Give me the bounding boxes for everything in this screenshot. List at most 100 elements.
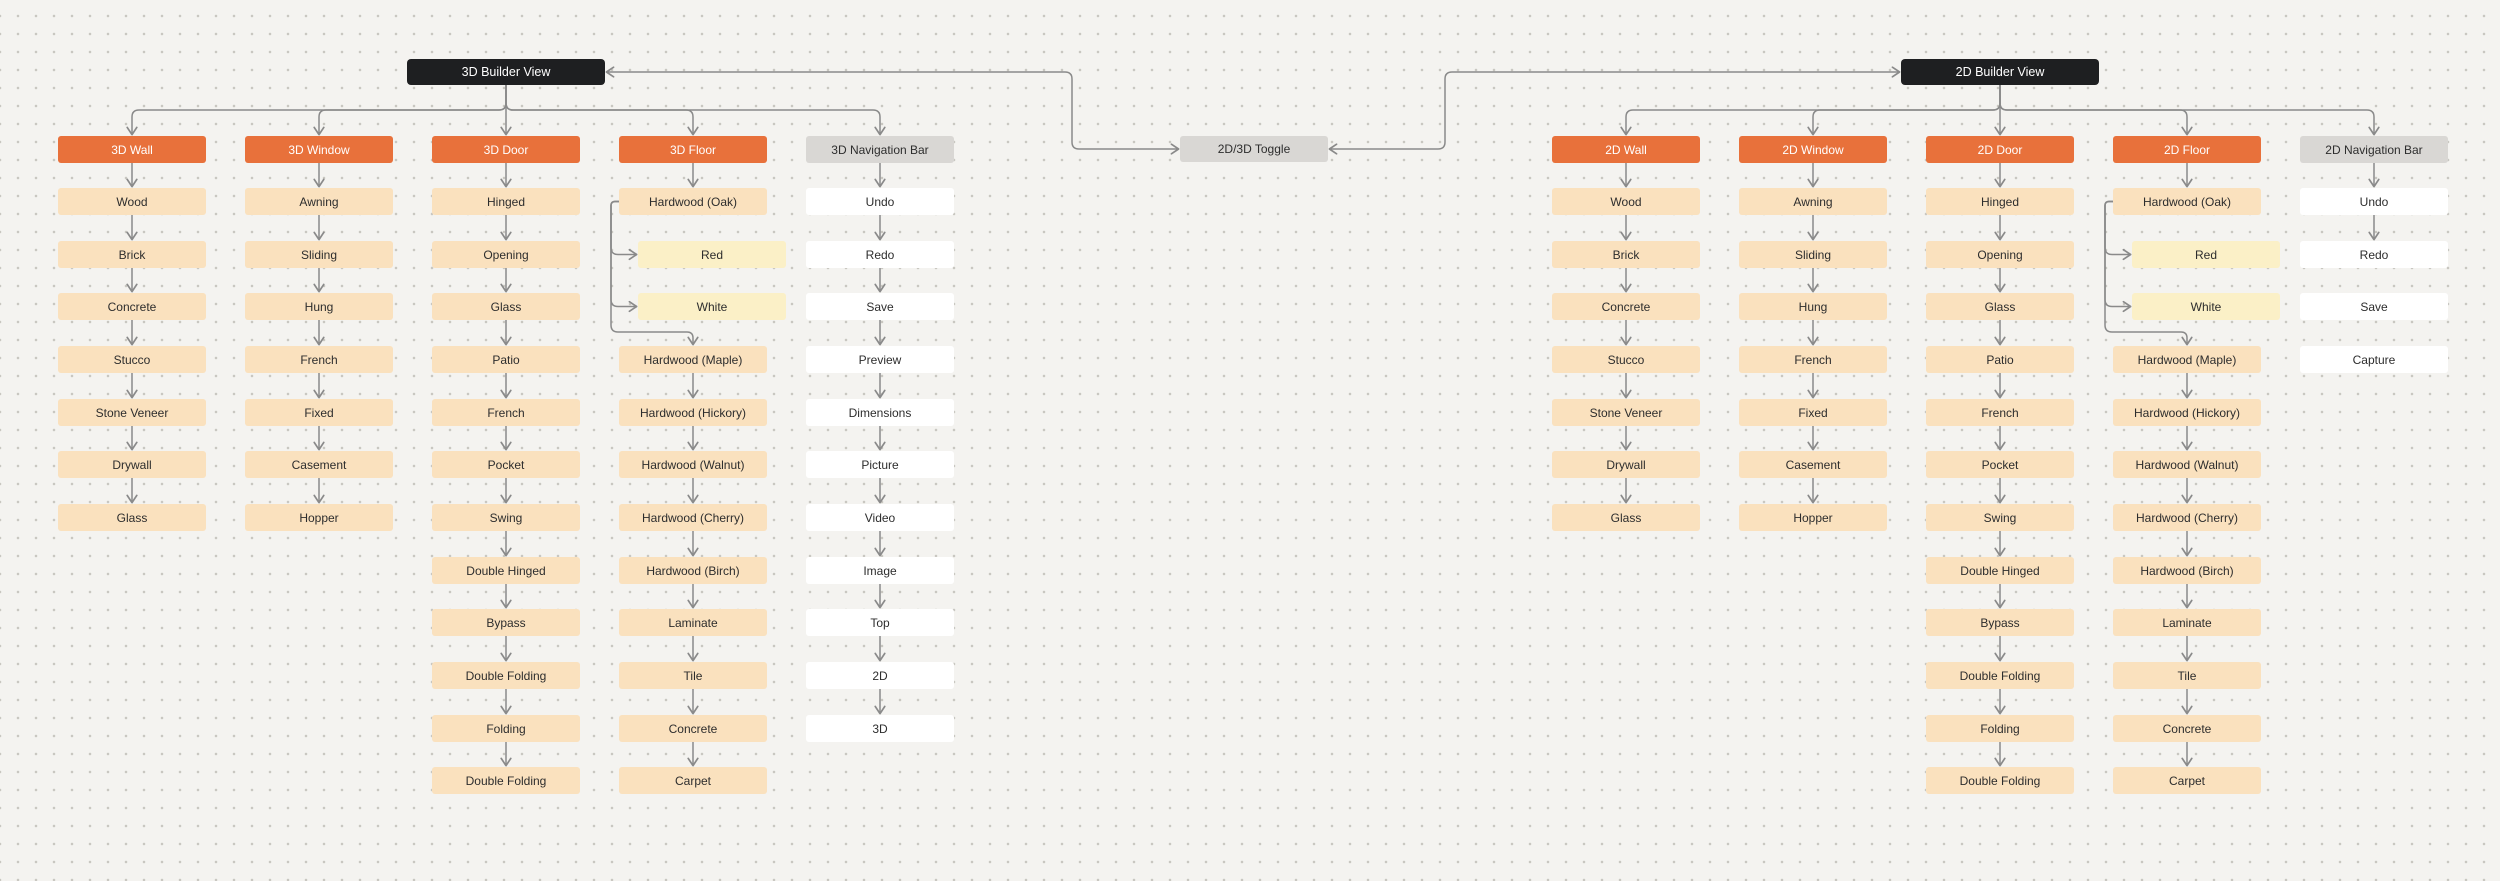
- node-2d-window-awning[interactable]: Awning: [1739, 188, 1887, 215]
- node-2d-door[interactable]: 2D Door: [1926, 136, 2074, 163]
- node-3d-window-sliding[interactable]: Sliding: [245, 241, 393, 268]
- node-2d-floor-hardwood-cherry[interactable]: Hardwood (Cherry): [2113, 504, 2261, 531]
- node-3d-navigation-bar-video[interactable]: Video: [806, 504, 954, 531]
- node-3d-floor-hardwood-oak[interactable]: Hardwood (Oak): [619, 188, 767, 215]
- node-2d-wall-concrete[interactable]: Concrete: [1552, 293, 1700, 320]
- node-2d-window-hung[interactable]: Hung: [1739, 293, 1887, 320]
- node-2d-wall-drywall[interactable]: Drywall: [1552, 451, 1700, 478]
- node-3d-door[interactable]: 3D Door: [432, 136, 580, 163]
- node-3d-window-hung[interactable]: Hung: [245, 293, 393, 320]
- node-3d-navigation-bar-undo[interactable]: Undo: [806, 188, 954, 215]
- node-3d-floor-white[interactable]: White: [638, 293, 786, 320]
- node-2d-door-hinged[interactable]: Hinged: [1926, 188, 2074, 215]
- node-2d-floor-hardwood-maple[interactable]: Hardwood (Maple): [2113, 346, 2261, 373]
- node-2d-wall-brick[interactable]: Brick: [1552, 241, 1700, 268]
- node-2d-floor-red[interactable]: Red: [2132, 241, 2280, 268]
- node-3d-floor-hardwood-maple[interactable]: Hardwood (Maple): [619, 346, 767, 373]
- node-3d-floor-hardwood-hickory[interactable]: Hardwood (Hickory): [619, 399, 767, 426]
- node-2d-wall-stucco[interactable]: Stucco: [1552, 346, 1700, 373]
- node-2d-door-double-folding[interactable]: Double Folding: [1926, 662, 2074, 689]
- node-2d-floor[interactable]: 2D Floor: [2113, 136, 2261, 163]
- node-3d-door-folding[interactable]: Folding: [432, 715, 580, 742]
- node-2d-window-french[interactable]: French: [1739, 346, 1887, 373]
- node-3d-navigation-bar-dimensions[interactable]: Dimensions: [806, 399, 954, 426]
- node-2d-window-fixed[interactable]: Fixed: [1739, 399, 1887, 426]
- node-3d-door-pocket[interactable]: Pocket: [432, 451, 580, 478]
- node-3d-floor-laminate[interactable]: Laminate: [619, 609, 767, 636]
- node-2d-window-sliding[interactable]: Sliding: [1739, 241, 1887, 268]
- node-3d-door-patio[interactable]: Patio: [432, 346, 580, 373]
- node-3d-wall-wood[interactable]: Wood: [58, 188, 206, 215]
- node-3d-door-swing[interactable]: Swing: [432, 504, 580, 531]
- node-3d-navigation-bar-image[interactable]: Image: [806, 557, 954, 584]
- node-2d-door-double-folding-2[interactable]: Double Folding: [1926, 767, 2074, 794]
- node-3d-wall-stucco[interactable]: Stucco: [58, 346, 206, 373]
- node-2d-navigation-bar-save[interactable]: Save: [2300, 293, 2448, 320]
- node-2d-wall-stone-veneer[interactable]: Stone Veneer: [1552, 399, 1700, 426]
- node-3d-door-double-folding[interactable]: Double Folding: [432, 662, 580, 689]
- node-3d-window-fixed[interactable]: Fixed: [245, 399, 393, 426]
- node-3d-navigation-bar[interactable]: 3D Navigation Bar: [806, 136, 954, 163]
- node-2d-floor-laminate[interactable]: Laminate: [2113, 609, 2261, 636]
- node-2d-floor-hardwood-hickory[interactable]: Hardwood (Hickory): [2113, 399, 2261, 426]
- node-3d-window-hopper[interactable]: Hopper: [245, 504, 393, 531]
- node-2d-door-folding[interactable]: Folding: [1926, 715, 2074, 742]
- node-3d-floor-tile[interactable]: Tile: [619, 662, 767, 689]
- node-3d-door-double-folding-2[interactable]: Double Folding: [432, 767, 580, 794]
- node-2d-wall-wood[interactable]: Wood: [1552, 188, 1700, 215]
- node-3d-floor-red[interactable]: Red: [638, 241, 786, 268]
- node-2d-window[interactable]: 2D Window: [1739, 136, 1887, 163]
- node-3d-wall-stone-veneer[interactable]: Stone Veneer: [58, 399, 206, 426]
- node-3d-window[interactable]: 3D Window: [245, 136, 393, 163]
- node-3d-door-glass[interactable]: Glass: [432, 293, 580, 320]
- node-3d-floor-concrete[interactable]: Concrete: [619, 715, 767, 742]
- node-3d-wall-drywall[interactable]: Drywall: [58, 451, 206, 478]
- node-2d-door-swing[interactable]: Swing: [1926, 504, 2074, 531]
- node-3d-navigation-bar-picture[interactable]: Picture: [806, 451, 954, 478]
- node-2d-door-double-hinged[interactable]: Double Hinged: [1926, 557, 2074, 584]
- node-3d-wall-concrete[interactable]: Concrete: [58, 293, 206, 320]
- node-3d-door-hinged[interactable]: Hinged: [432, 188, 580, 215]
- node-2d-window-casement[interactable]: Casement: [1739, 451, 1887, 478]
- node-3d-window-french[interactable]: French: [245, 346, 393, 373]
- node-3d-door-opening[interactable]: Opening: [432, 241, 580, 268]
- node-2d-builder-view[interactable]: 2D Builder View: [1901, 59, 2099, 85]
- node-3d-builder-view[interactable]: 3D Builder View: [407, 59, 605, 85]
- node-3d-floor[interactable]: 3D Floor: [619, 136, 767, 163]
- node-3d-wall[interactable]: 3D Wall: [58, 136, 206, 163]
- node-3d-door-double-hinged[interactable]: Double Hinged: [432, 557, 580, 584]
- node-3d-navigation-bar-preview[interactable]: Preview: [806, 346, 954, 373]
- node-3d-wall-brick[interactable]: Brick: [58, 241, 206, 268]
- node-2d-door-patio[interactable]: Patio: [1926, 346, 2074, 373]
- node-3d-window-casement[interactable]: Casement: [245, 451, 393, 478]
- node-2d-wall-glass[interactable]: Glass: [1552, 504, 1700, 531]
- node-3d-floor-hardwood-cherry[interactable]: Hardwood (Cherry): [619, 504, 767, 531]
- node-3d-door-bypass[interactable]: Bypass: [432, 609, 580, 636]
- node-3d-navigation-bar-redo[interactable]: Redo: [806, 241, 954, 268]
- node-2d-3d-toggle[interactable]: 2D/3D Toggle: [1180, 136, 1328, 162]
- node-2d-window-hopper[interactable]: Hopper: [1739, 504, 1887, 531]
- node-3d-navigation-bar-save[interactable]: Save: [806, 293, 954, 320]
- node-2d-navigation-bar[interactable]: 2D Navigation Bar: [2300, 136, 2448, 163]
- node-2d-floor-hardwood-birch[interactable]: Hardwood (Birch): [2113, 557, 2261, 584]
- node-3d-floor-carpet[interactable]: Carpet: [619, 767, 767, 794]
- node-2d-floor-tile[interactable]: Tile: [2113, 662, 2261, 689]
- node-2d-door-opening[interactable]: Opening: [1926, 241, 2074, 268]
- node-2d-floor-concrete[interactable]: Concrete: [2113, 715, 2261, 742]
- node-3d-floor-hardwood-walnut[interactable]: Hardwood (Walnut): [619, 451, 767, 478]
- node-2d-door-pocket[interactable]: Pocket: [1926, 451, 2074, 478]
- node-3d-navigation-bar-3d[interactable]: 3D: [806, 715, 954, 742]
- node-2d-floor-white[interactable]: White: [2132, 293, 2280, 320]
- node-2d-navigation-bar-redo[interactable]: Redo: [2300, 241, 2448, 268]
- node-2d-floor-hardwood-walnut[interactable]: Hardwood (Walnut): [2113, 451, 2261, 478]
- node-2d-navigation-bar-capture[interactable]: Capture: [2300, 346, 2448, 373]
- node-2d-door-french[interactable]: French: [1926, 399, 2074, 426]
- node-2d-navigation-bar-undo[interactable]: Undo: [2300, 188, 2448, 215]
- node-3d-door-french[interactable]: French: [432, 399, 580, 426]
- node-2d-floor-carpet[interactable]: Carpet: [2113, 767, 2261, 794]
- node-3d-window-awning[interactable]: Awning: [245, 188, 393, 215]
- node-3d-navigation-bar-top[interactable]: Top: [806, 609, 954, 636]
- node-3d-wall-glass[interactable]: Glass: [58, 504, 206, 531]
- node-2d-floor-hardwood-oak[interactable]: Hardwood (Oak): [2113, 188, 2261, 215]
